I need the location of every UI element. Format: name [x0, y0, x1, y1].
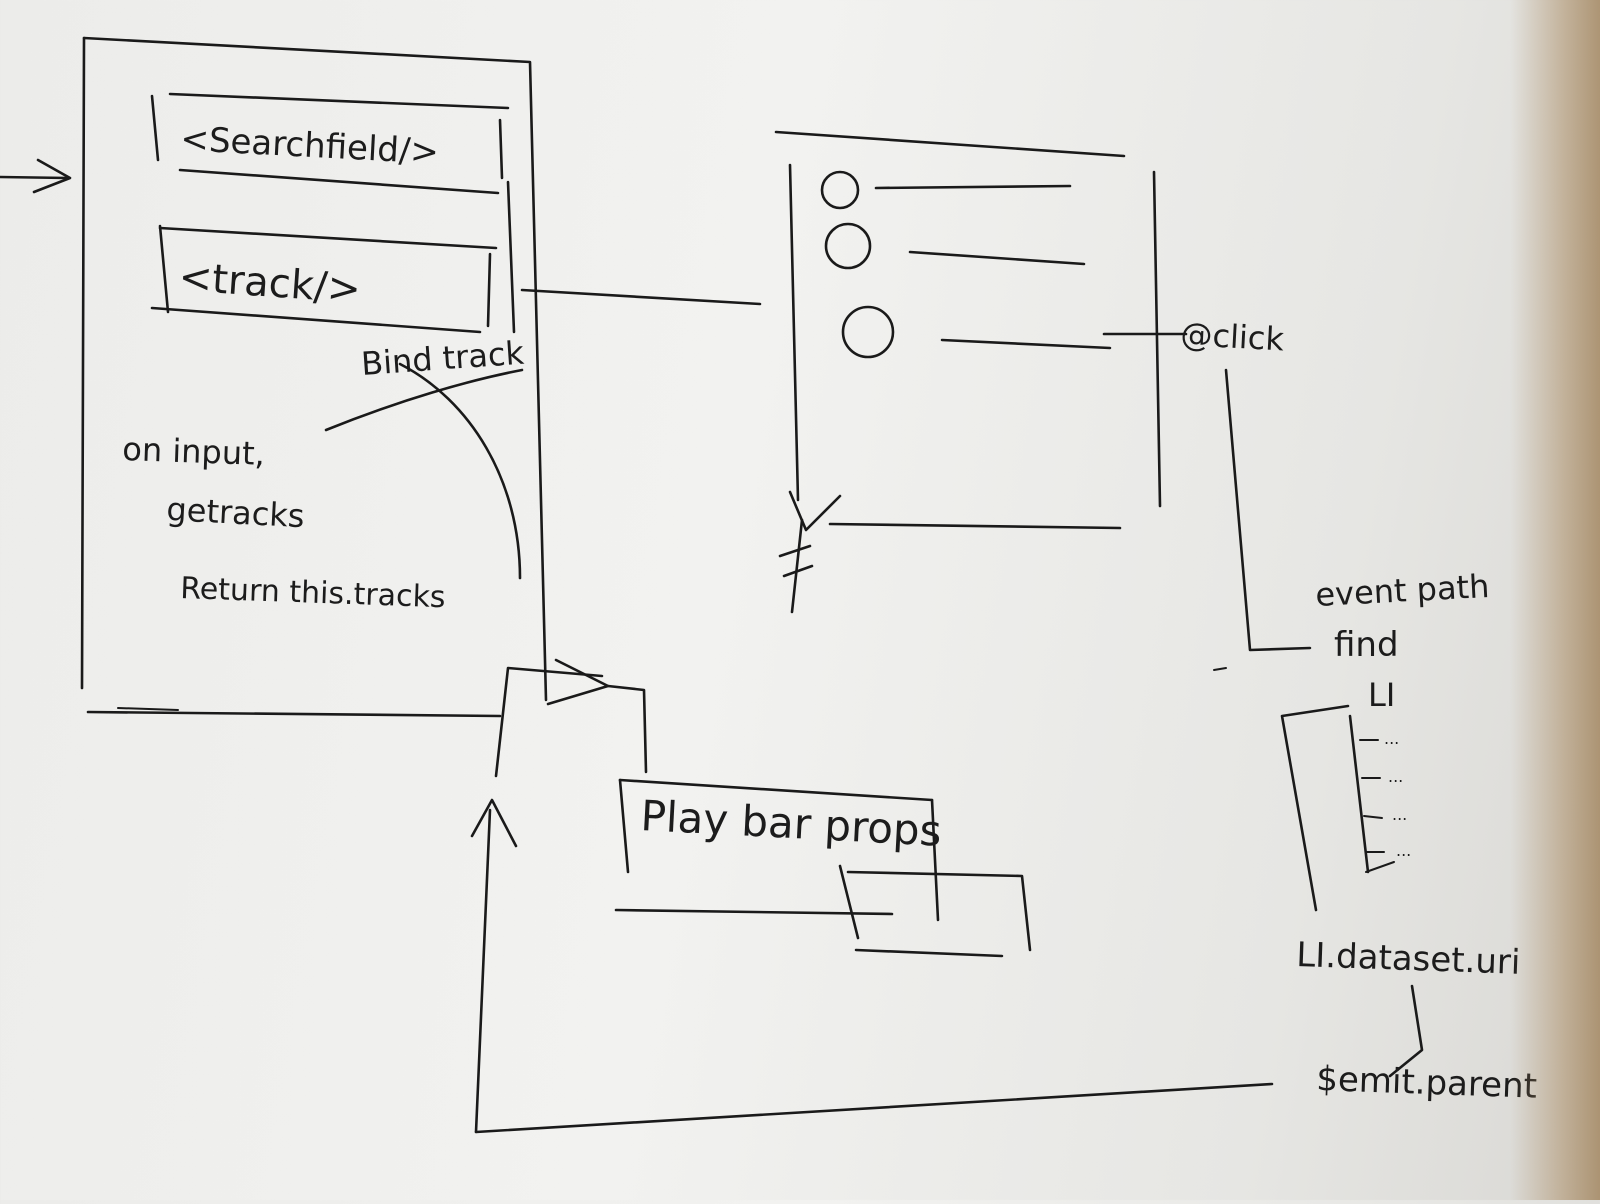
li-tree: ... ... ... ...: [1280, 704, 1411, 912]
incoming-arrow: [0, 158, 72, 194]
list-item-2: [824, 222, 1086, 270]
on-input-label: on input,: [122, 430, 266, 473]
get-tracks-label: getracks: [166, 490, 306, 535]
bind-track-annotation: Bind track: [324, 334, 526, 580]
list-component: [774, 130, 1162, 614]
left-component-box: [80, 36, 548, 718]
list-item-3: [841, 305, 1112, 359]
dataset-to-emit-line: [1388, 984, 1424, 1078]
playbar-props-box: Play bar props: [614, 778, 1032, 958]
emit-parent-label: $emit.parent: [1316, 1059, 1538, 1107]
svg-text:...: ...: [1396, 841, 1411, 860]
track-box: <track/>: [150, 180, 516, 334]
searchfield-box: <Searchfield/>: [150, 92, 510, 195]
table-background: [1510, 0, 1600, 1200]
event-path-label: event path: [1314, 567, 1490, 614]
li-dataset-label: LI.dataset.uri: [1296, 935, 1521, 983]
emit-return-loop: [470, 798, 1274, 1134]
list-item-1: [820, 170, 1072, 210]
return-tracks-label: Return this.tracks: [180, 571, 446, 615]
li-label: LI: [1368, 676, 1395, 714]
svg-text:...: ...: [1384, 729, 1399, 748]
playbar-props-label: Play bar props: [639, 791, 942, 856]
svg-text:...: ...: [1392, 805, 1407, 824]
svg-text:...: ...: [1388, 767, 1403, 786]
track-label: <track/>: [177, 254, 362, 313]
track-to-list-connector: [520, 288, 762, 306]
searchfield-label: <Searchfield/>: [180, 119, 440, 172]
click-flow-line: [1224, 368, 1312, 652]
find-label: find: [1334, 625, 1399, 665]
click-label: @click: [1180, 315, 1286, 358]
arrow-to-playbar: [494, 658, 648, 778]
